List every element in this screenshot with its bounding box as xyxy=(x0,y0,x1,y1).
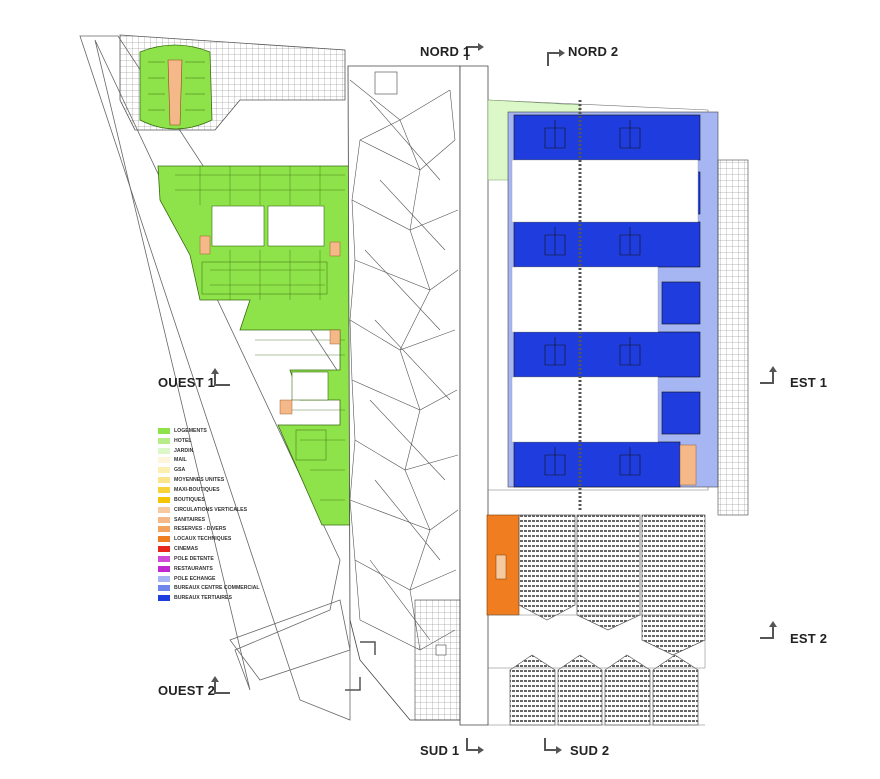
legend-item: HOTEL xyxy=(158,436,268,446)
legend-label: CINEMAS xyxy=(174,546,198,553)
legend-swatch xyxy=(158,536,170,543)
legend-label: GSA xyxy=(174,467,186,474)
section-label-est1: EST 1 xyxy=(790,375,828,390)
legend-item: JARDIN xyxy=(158,446,268,456)
legend-swatch xyxy=(158,457,170,464)
legend-label: MAXI-BOUTIQUES xyxy=(174,486,220,493)
legend-item: LOCAUX TECHNIQUES xyxy=(158,534,268,544)
legend-swatch xyxy=(158,506,170,513)
legend-item: GSA xyxy=(158,465,268,475)
legend-swatch xyxy=(158,595,170,602)
legend-label: BUREAUX CENTRE COMMERCIAL xyxy=(174,585,260,592)
legend-item: BOUTIQUES xyxy=(158,495,268,505)
legend-swatch xyxy=(158,516,170,523)
office-complex xyxy=(487,99,749,516)
legend-label: LOGEMENTS xyxy=(174,427,207,434)
legend-swatch xyxy=(158,546,170,553)
legend-label: BUREAUX TERTIAIRES xyxy=(174,595,232,602)
cinema-halls xyxy=(488,514,706,726)
legend-swatch xyxy=(158,585,170,592)
legend-item: MAXI-BOUTIQUES xyxy=(158,485,268,495)
section-label-sud2: SUD 2 xyxy=(570,743,610,758)
legend-label: POLE ECHANGE xyxy=(174,575,216,582)
legend-label: HOTEL xyxy=(174,437,192,444)
legend-swatch xyxy=(158,575,170,582)
central-mall-structure xyxy=(347,65,489,726)
legend-label: RESERVES - DIVERS xyxy=(174,526,227,533)
housing-block xyxy=(157,165,351,526)
section-label-est2: EST 2 xyxy=(790,631,828,646)
section-label-nord1: NORD 1 xyxy=(420,44,471,59)
section-label-nord2: NORD 2 xyxy=(568,44,619,59)
legend-label: BOUTIQUES xyxy=(174,496,205,503)
section-label-sud1: SUD 1 xyxy=(420,743,460,758)
legend-item: POLE DETENTE xyxy=(158,554,268,564)
legend-item: MOYENNES UNITES xyxy=(158,475,268,485)
legend-item: SANITAIRES xyxy=(158,515,268,525)
legend-item: MAIL xyxy=(158,456,268,466)
legend-item: LOGEMENTS xyxy=(158,426,268,436)
legend-swatch xyxy=(158,565,170,572)
legend-label: MOYENNES UNITES xyxy=(174,477,225,484)
legend-swatch xyxy=(158,437,170,444)
legend-label: SANITAIRES xyxy=(174,516,206,523)
legend-label: MAIL xyxy=(174,457,187,464)
legend-swatch xyxy=(158,486,170,493)
legend-label: CIRCULATIONS VERTICALES xyxy=(174,506,248,513)
legend-item: CINEMAS xyxy=(158,544,268,554)
legend-item: CIRCULATIONS VERTICALES xyxy=(158,505,268,515)
legend: LOGEMENTS HOTEL JARDIN MAIL GSA MOYENNES UNIT… xyxy=(158,426,268,603)
legend-item: RESERVES - DIVERS xyxy=(158,524,268,534)
section-arrows xyxy=(211,43,777,754)
hotel-building xyxy=(139,44,213,130)
section-label-ouest2: OUEST 2 xyxy=(158,683,216,698)
legend-swatch xyxy=(158,467,170,474)
legend-label: POLE DETENTE xyxy=(174,555,214,562)
legend-item: RESTAURANTS xyxy=(158,564,268,574)
legend-item: POLE ECHANGE xyxy=(158,574,268,584)
legend-label: LOCAUX TECHNIQUES xyxy=(174,536,232,543)
legend-label: RESTAURANTS xyxy=(174,565,213,572)
legend-item: BUREAUX TERTIAIRES xyxy=(158,593,268,603)
legend-swatch xyxy=(158,526,170,533)
legend-swatch xyxy=(158,477,170,484)
legend-swatch xyxy=(158,427,170,434)
legend-swatch xyxy=(158,447,170,454)
legend-swatch xyxy=(158,496,170,503)
legend-swatch xyxy=(158,555,170,562)
legend-item: BUREAUX CENTRE COMMERCIAL xyxy=(158,584,268,594)
legend-label: JARDIN xyxy=(174,447,194,454)
section-label-ouest1: OUEST 1 xyxy=(158,375,216,390)
